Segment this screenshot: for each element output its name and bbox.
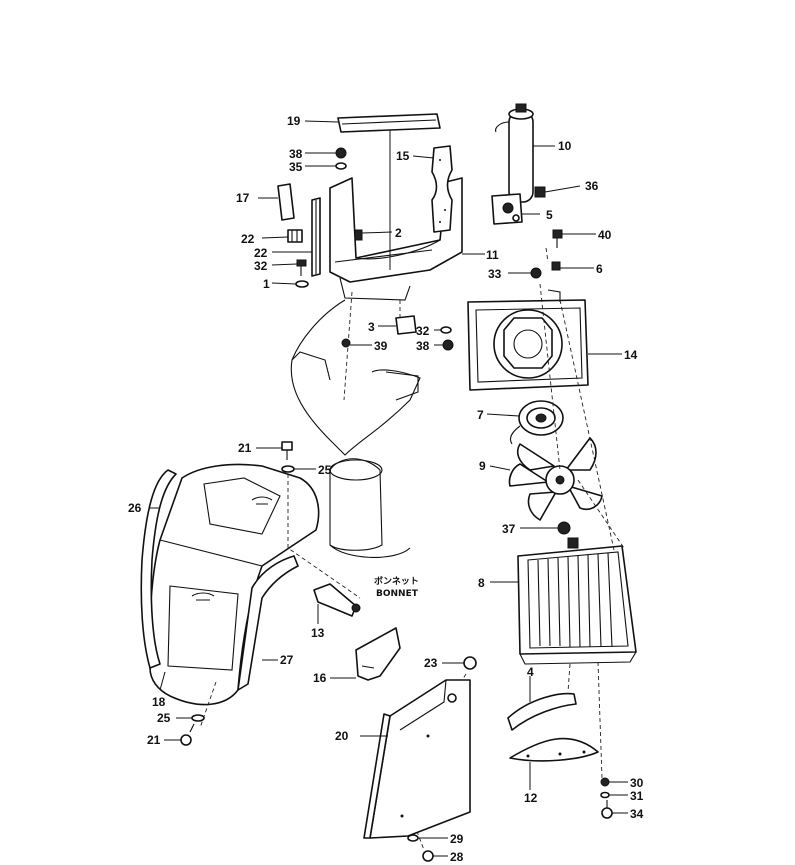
part-24-grommet bbox=[442, 656, 477, 670]
part-21-bolt-upper bbox=[256, 441, 293, 460]
part-37-nut bbox=[520, 521, 571, 535]
part-21-bolt-lower bbox=[164, 723, 195, 746]
callout-21-upper: 21 bbox=[238, 441, 252, 455]
callout-36: 34 bbox=[630, 807, 644, 821]
part-39-nut bbox=[341, 338, 372, 348]
callout-23: 22 bbox=[254, 246, 268, 260]
callout-16: 16 bbox=[313, 671, 327, 685]
part-28-bolt bbox=[422, 850, 448, 862]
callout-9: 9 bbox=[479, 459, 486, 473]
callout-35: 33 bbox=[488, 267, 502, 281]
emblem-icon bbox=[251, 496, 273, 505]
callout-17: 17 bbox=[236, 191, 250, 205]
part-25-washer-lower bbox=[176, 714, 205, 722]
part-2-bolt bbox=[354, 229, 393, 241]
part-1-washer bbox=[271, 280, 309, 288]
callout-15: 15 bbox=[396, 149, 410, 163]
callout-labels: 19 38 35 15 10 36 17 5 2 40 22 22 11 32 … bbox=[128, 114, 644, 864]
part-14-fan-shroud bbox=[467, 289, 622, 391]
part-35-nut bbox=[508, 267, 542, 279]
callout-19: 19 bbox=[287, 114, 301, 128]
callout-38: 38 bbox=[289, 147, 303, 161]
part-19-top-seal-strip bbox=[304, 113, 441, 133]
part-22-clip bbox=[261, 229, 303, 243]
callout-32: 35 bbox=[289, 160, 303, 174]
callout-5: 5 bbox=[546, 208, 553, 222]
part-20-side-panel bbox=[360, 679, 471, 839]
part-3-plate bbox=[378, 315, 417, 335]
callout-21-lower: 21 bbox=[147, 733, 161, 747]
part-32-washer-center bbox=[434, 326, 452, 334]
callout-10: 10 bbox=[558, 139, 572, 153]
emblem-icon bbox=[191, 592, 215, 601]
callout-25-upper: 25 bbox=[318, 463, 332, 477]
bonnet-label-jp: ボンネット bbox=[374, 575, 419, 587]
callout-11: 11 bbox=[486, 248, 499, 262]
callout-32-center: 32 bbox=[416, 324, 430, 338]
callout-8: 8 bbox=[478, 576, 485, 590]
callout-28: 28 bbox=[450, 850, 464, 864]
callout-2: 2 bbox=[395, 226, 402, 240]
callout-31: 31 bbox=[630, 789, 644, 803]
part-9-fan-blade bbox=[489, 437, 603, 521]
callout-33: 36 bbox=[585, 179, 599, 193]
bonnet-label-en: BONNET bbox=[376, 589, 419, 599]
part-4-seal-strip bbox=[507, 676, 577, 731]
callout-7: 7 bbox=[477, 408, 484, 422]
callout-4: 4 bbox=[527, 665, 534, 679]
callout-34: 32 bbox=[254, 259, 268, 273]
part-36-bolt bbox=[601, 800, 628, 819]
callout-25-lower: 25 bbox=[157, 711, 171, 725]
part-25-washer-upper bbox=[281, 465, 316, 473]
callout-14: 14 bbox=[624, 348, 638, 362]
callout-26: 26 bbox=[128, 501, 142, 515]
part-30-nut bbox=[600, 777, 628, 787]
part-10-reservoir-tank bbox=[495, 103, 555, 203]
frame-outline bbox=[290, 299, 421, 558]
part-38-nut-center bbox=[434, 339, 454, 351]
part-29-washer bbox=[407, 834, 448, 842]
part-12-lower-cover bbox=[509, 737, 599, 790]
part-23-seal-strip bbox=[272, 197, 321, 277]
callout-20: 20 bbox=[335, 729, 349, 743]
part-32-washer-upper bbox=[305, 162, 347, 170]
part-40-bolt bbox=[552, 229, 596, 248]
callout-1: 1 bbox=[263, 277, 270, 291]
callout-39: 39 bbox=[374, 339, 388, 353]
part-8-radiator bbox=[490, 537, 637, 665]
callout-12: 12 bbox=[524, 791, 538, 805]
callout-18: 18 bbox=[152, 695, 166, 709]
alignment-lines bbox=[199, 247, 625, 851]
radiator-fins bbox=[537, 552, 613, 648]
callout-30: 30 bbox=[630, 776, 644, 790]
callout-27: 27 bbox=[280, 653, 294, 667]
part-17-side-pad bbox=[258, 183, 295, 221]
callout-29: 29 bbox=[450, 832, 464, 846]
callout-22: 22 bbox=[241, 232, 255, 246]
callout-3: 3 bbox=[368, 320, 375, 334]
part-5-cap-bracket bbox=[491, 185, 581, 225]
callout-40: 40 bbox=[598, 228, 612, 242]
callout-37: 37 bbox=[502, 522, 516, 536]
callout-13: 13 bbox=[311, 626, 325, 640]
part-38-nut-upper bbox=[305, 147, 347, 159]
part-bonnet bbox=[140, 463, 320, 706]
part-34-bolt bbox=[271, 259, 307, 276]
part-16-bracket bbox=[330, 627, 401, 681]
part-13-bracket bbox=[313, 583, 361, 624]
callout-38-center: 38 bbox=[416, 339, 430, 353]
part-31-washer bbox=[600, 791, 628, 799]
part-7-fan-motor bbox=[486, 400, 564, 445]
callout-6: 6 bbox=[596, 262, 603, 276]
part-15-foam-pad bbox=[412, 145, 453, 233]
callout-24: 23 bbox=[424, 656, 438, 670]
part-6-nut bbox=[551, 261, 594, 271]
